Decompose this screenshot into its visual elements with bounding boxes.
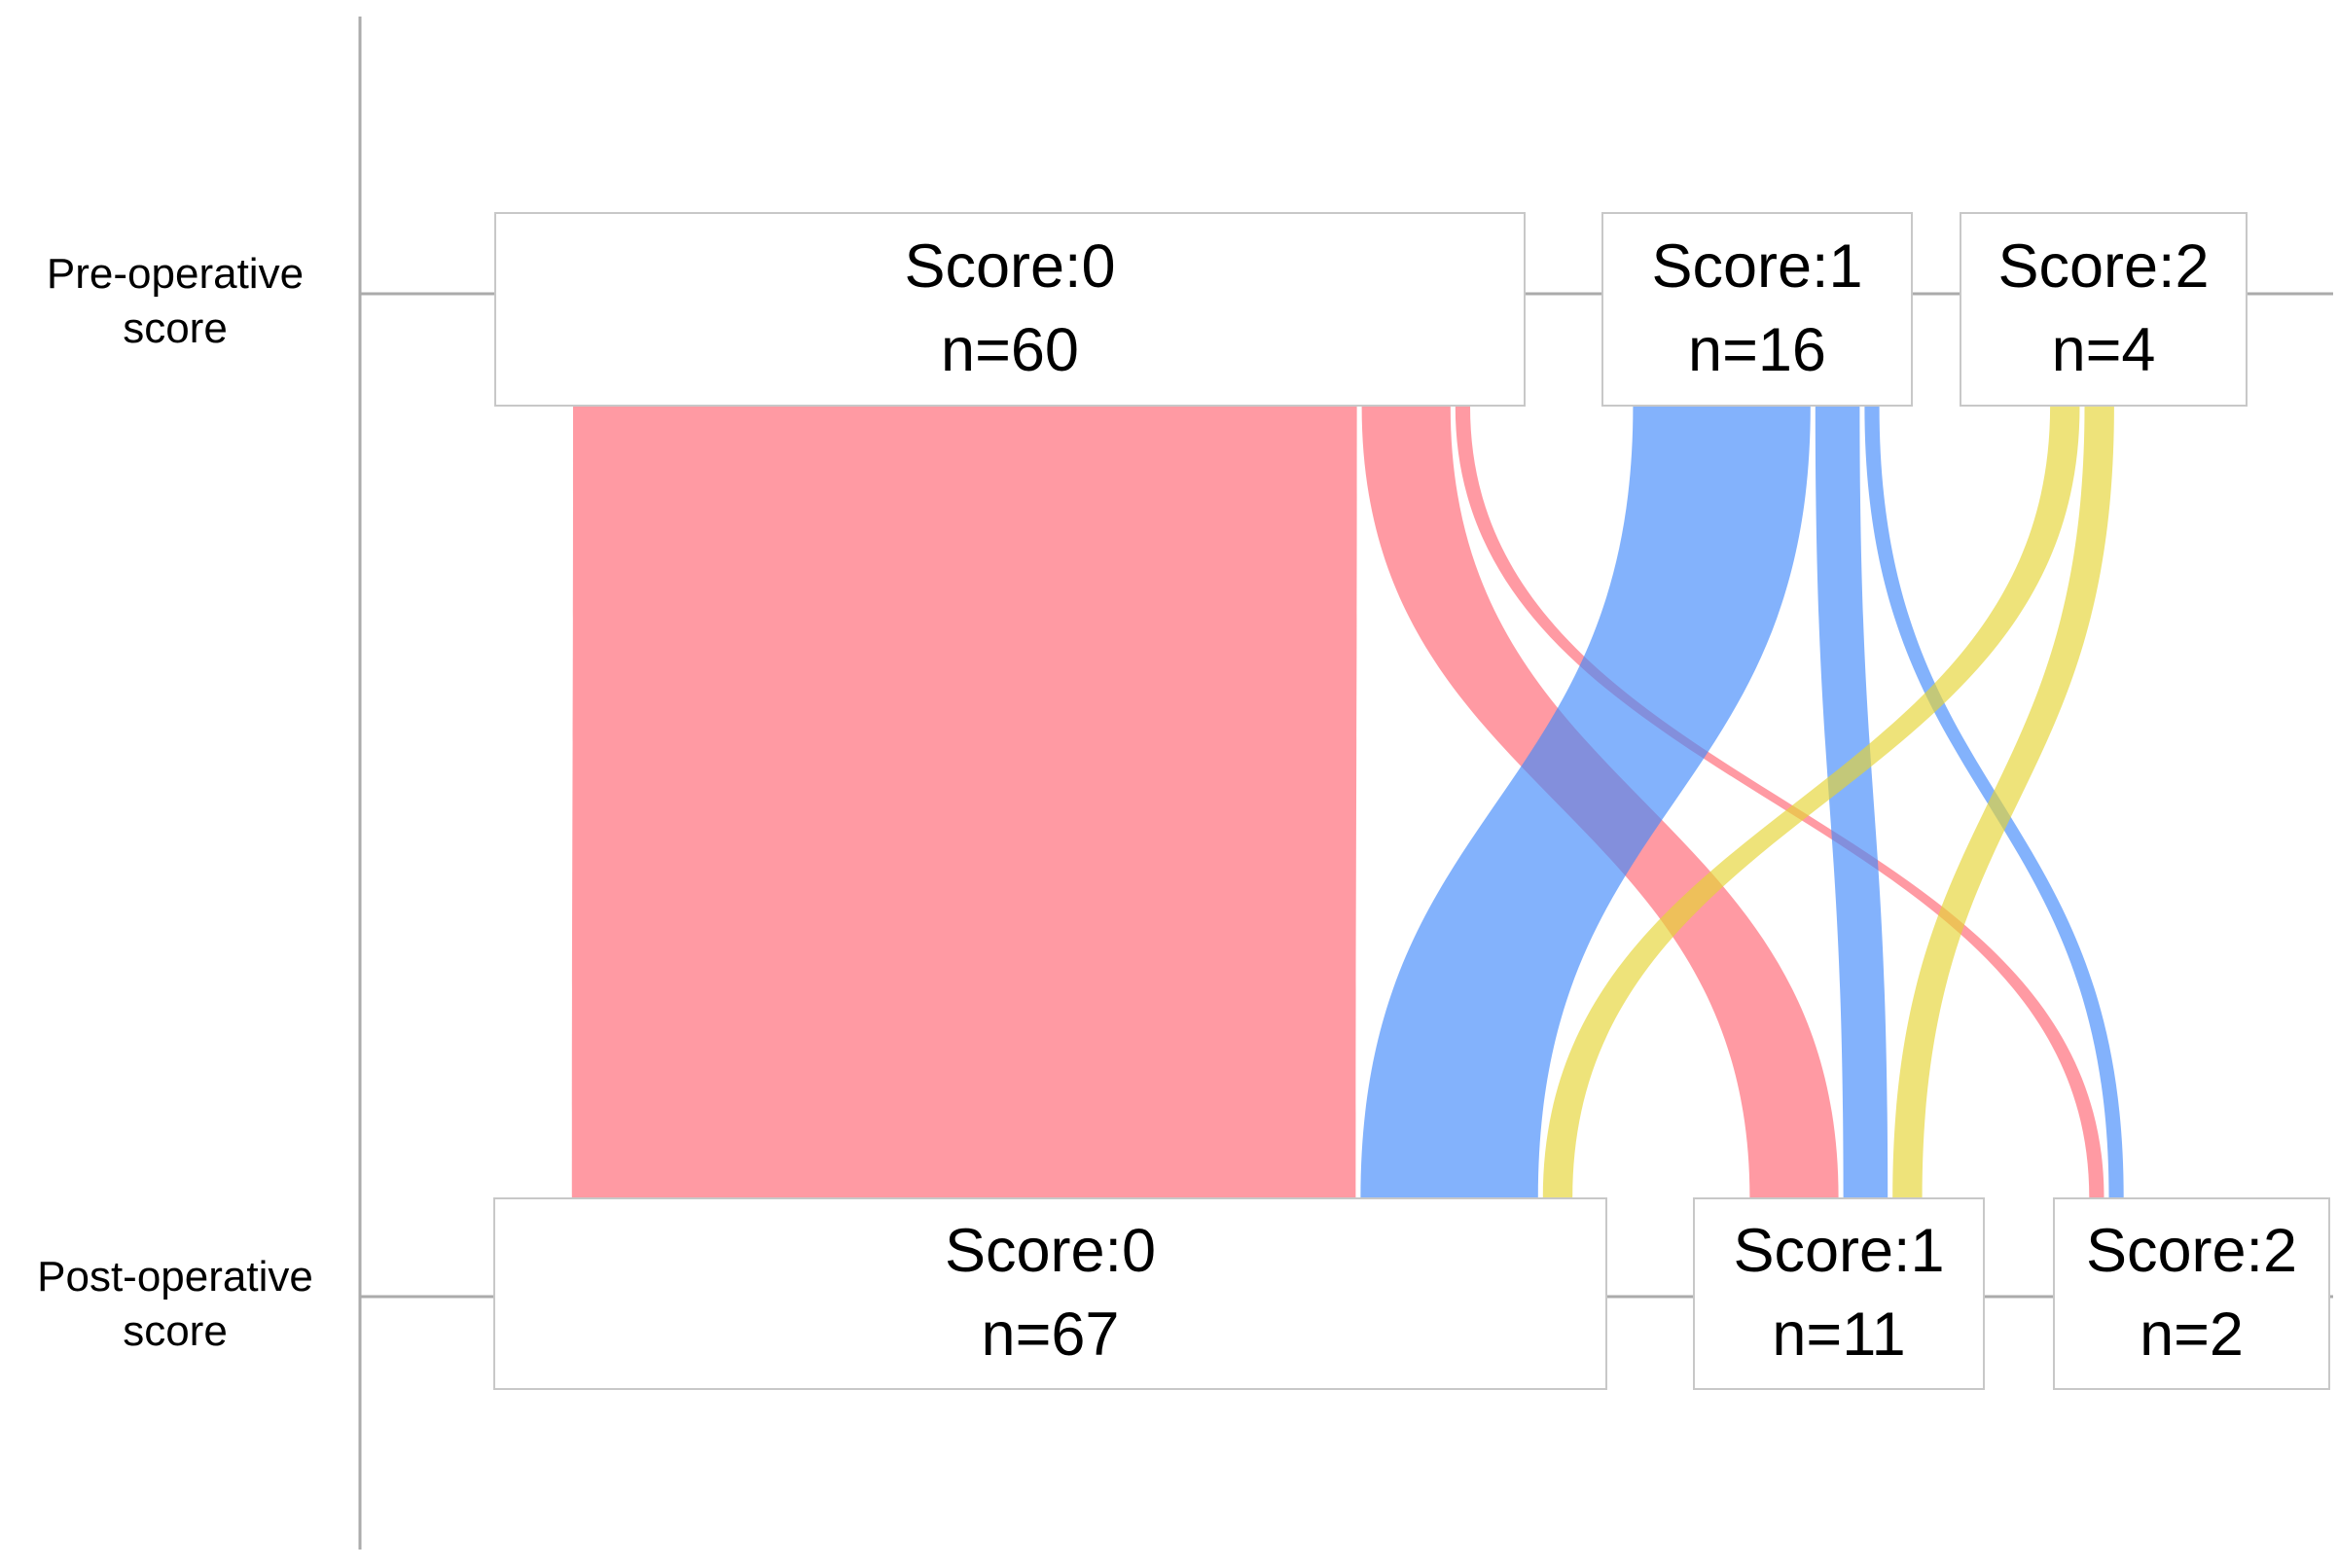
node-post-score0: Score:0 n=67	[493, 1197, 1607, 1390]
node-pre-score1: Score:1 n=16	[1601, 212, 1913, 407]
axis-label-post: Post-operative score	[0, 1250, 350, 1359]
node-pre-score1-count: n=16	[1688, 316, 1826, 384]
node-post-score2-label: Score:2	[2085, 1217, 2298, 1286]
flow-pre0-to-post0	[571, 407, 1357, 1197]
axis-label-post-line1: Post-operative	[37, 1253, 313, 1301]
node-pre-score2: Score:2 n=4	[1960, 212, 2248, 407]
node-post-score1-count: n=11	[1772, 1301, 1906, 1369]
axis-label-pre-line2: score	[123, 303, 228, 352]
flow-pre0-to-post2	[1455, 407, 2104, 1197]
flow-pre2-to-post0	[1542, 407, 2080, 1197]
flow-pre2-to-post1	[1892, 407, 2114, 1197]
node-pre-score0: Score:0 n=60	[494, 212, 1526, 407]
node-pre-score0-count: n=60	[941, 316, 1079, 384]
flow-pre1-to-post1	[1815, 407, 1888, 1197]
node-pre-score1-label: Score:1	[1651, 232, 1863, 302]
axis-label-pre: Pre-operative score	[0, 247, 350, 356]
node-post-score0-label: Score:0	[944, 1217, 1157, 1286]
flow-pre1-to-post0	[1360, 407, 1811, 1197]
node-pre-score2-count: n=4	[2051, 316, 2156, 384]
node-post-score1-label: Score:1	[1733, 1217, 1945, 1286]
node-pre-score2-label: Score:2	[1997, 232, 2210, 302]
node-post-score2: Score:2 n=2	[2053, 1197, 2330, 1390]
axis-label-pre-line1: Pre-operative	[46, 250, 305, 298]
node-post-score0-count: n=67	[981, 1301, 1120, 1369]
node-pre-score0-label: Score:0	[904, 232, 1116, 302]
node-post-score2-count: n=2	[2140, 1301, 2244, 1369]
node-post-score1: Score:1 n=11	[1693, 1197, 1985, 1390]
axis-label-post-line2: score	[123, 1306, 228, 1355]
